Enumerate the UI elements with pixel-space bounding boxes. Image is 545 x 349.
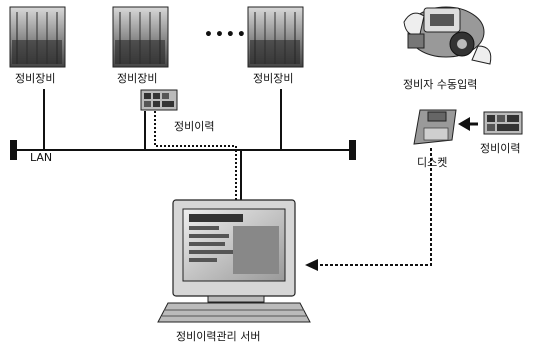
record-module-icon (141, 90, 177, 110)
equipment-2-label: 정비장비 (117, 70, 157, 86)
ellipsis-label: •••• (204, 27, 248, 43)
manual-input-label: 정비자 수동입력 (403, 76, 477, 92)
equipment-3-icon (248, 7, 303, 67)
diskette-label: 디스켓 (417, 154, 447, 170)
maintenance-record-label: 정비이력 (174, 118, 214, 134)
lan-label: LAN (30, 151, 52, 164)
equipment-2-icon (113, 7, 168, 67)
server-label: 정비이력관리 서버 (176, 328, 260, 344)
record-module-2-icon (484, 112, 522, 134)
manual-input-device-icon (404, 7, 491, 64)
diskette-data-path (318, 148, 431, 265)
lan-bus (10, 140, 356, 160)
diskette-path-arrowhead (305, 259, 318, 271)
equipment-3-label: 정비장비 (253, 70, 293, 86)
equipment-1-icon (10, 7, 65, 67)
equipment-1-label: 정비장비 (15, 70, 55, 86)
server-computer-icon (158, 200, 310, 322)
diskette-icon (414, 110, 456, 144)
record-to-diskette-arrow (458, 117, 478, 131)
maintenance-record-2-label: 정비이력 (480, 140, 520, 156)
